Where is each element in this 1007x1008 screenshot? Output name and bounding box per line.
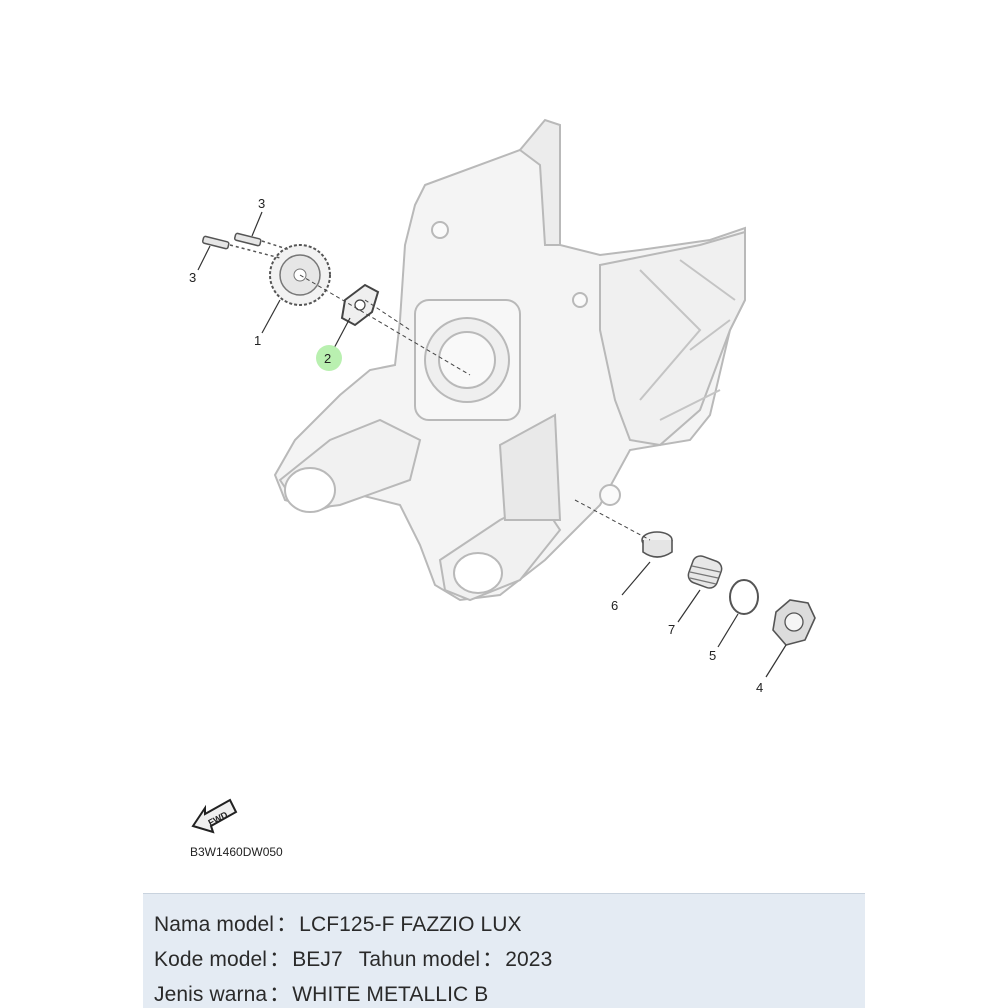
callout-4: 4 <box>756 680 763 695</box>
bolt-parts <box>201 232 291 259</box>
diagram-code: B3W1460DW050 <box>190 845 283 859</box>
callout-2: 2 <box>324 351 331 366</box>
highlight-circle <box>316 345 342 371</box>
crankcase-illustration <box>273 118 746 602</box>
color-value: WHITE METALLIC B <box>292 983 489 1006</box>
plug-part <box>641 531 673 558</box>
callout-7: 5 <box>709 648 716 663</box>
model-name-label: Nama model <box>154 913 275 936</box>
model-name-line: Nama model：LCF125-F FAZZIO LUX <box>154 908 522 938</box>
callout-labels: 3 3 1 2 6 7 5 4 <box>189 196 763 695</box>
model-info-box: Nama model：LCF125-F FAZZIO LUX Kode mode… <box>143 893 865 1008</box>
fwd-arrow-icon: FWD <box>191 798 238 834</box>
callout-3b: 3 <box>189 270 196 285</box>
model-year-value: 2023 <box>505 948 553 971</box>
model-name-value: LCF125-F FAZZIO LUX <box>299 913 522 936</box>
color-label: Jenis warna <box>154 983 268 1006</box>
callout-5: 6 <box>611 598 618 613</box>
separator: ： <box>269 948 291 971</box>
callout-3a: 3 <box>258 196 265 211</box>
parts-diagram: 3 3 1 2 6 7 5 4 FWD B3W1460DW050 <box>189 118 816 859</box>
separator: ： <box>482 948 504 971</box>
assembly-lines <box>299 274 651 541</box>
leader-lines <box>197 211 787 678</box>
gasket-plate-part <box>340 283 380 327</box>
model-code-label: Kode model <box>154 948 268 971</box>
spring-part <box>687 555 723 589</box>
model-year-label: Tahun model <box>358 948 481 971</box>
separator: ： <box>276 913 298 936</box>
callout-1: 1 <box>254 333 261 348</box>
o-ring-part <box>729 579 759 615</box>
color-line: Jenis warna：WHITE METALLIC B <box>154 978 488 1008</box>
nut-part <box>772 599 816 646</box>
separator: ： <box>269 983 291 1006</box>
callout-6: 7 <box>668 622 675 637</box>
model-code-value: BEJ7 <box>292 948 343 971</box>
